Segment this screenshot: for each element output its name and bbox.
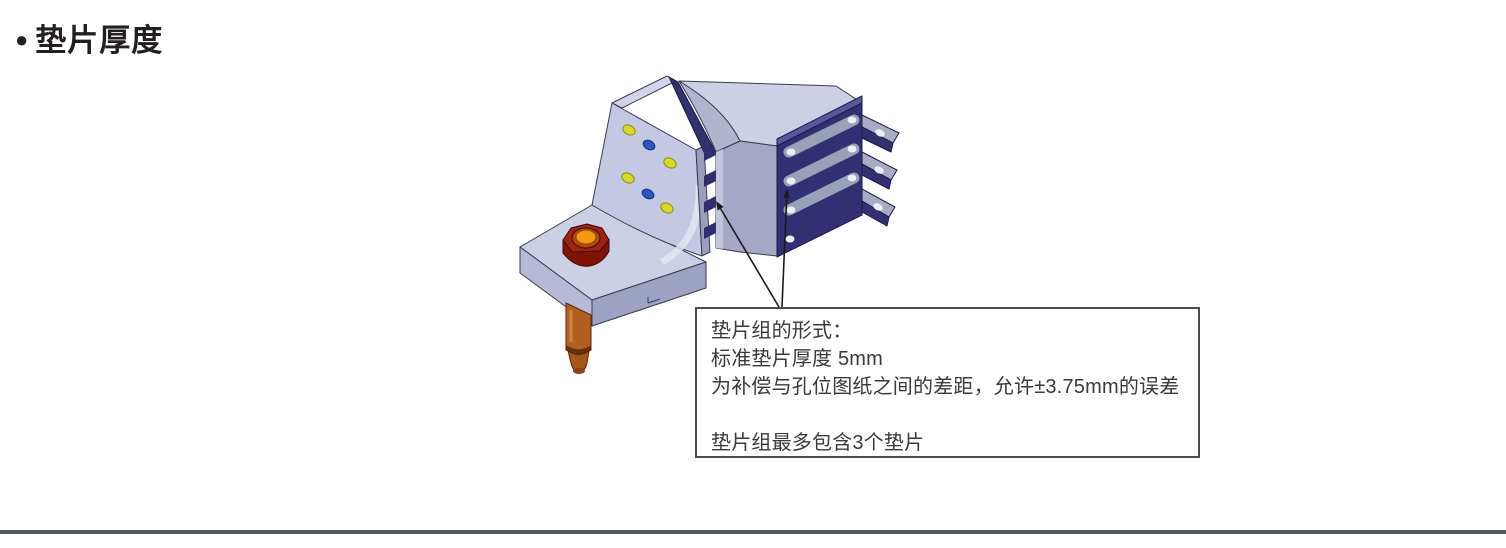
annotation-line-3: 为补偿与孔位图纸之间的差距，允许±3.75mm的误差 <box>711 376 1180 398</box>
bracket-base <box>519 204 707 327</box>
bullet-icon: ● <box>15 26 29 52</box>
annotation-line-1: 垫片组的形式： <box>711 320 853 342</box>
annotation-line-2: 标准垫片厚度 5mm <box>711 348 883 370</box>
annotation-line-blank <box>711 401 1184 429</box>
annotation-box: 垫片组的形式： 标准垫片厚度 5mm 为补偿与孔位图纸之间的差距，允许±3.75… <box>695 307 1200 458</box>
locating-pin <box>565 302 592 374</box>
front-plate <box>591 75 711 266</box>
leader-lines <box>716 189 791 308</box>
section-title-text: 垫片厚度 <box>35 23 164 58</box>
shim-seam-and-tabs <box>667 75 718 239</box>
bottom-separator <box>0 530 1506 534</box>
shim-pack <box>776 95 900 258</box>
hex-nut <box>562 223 610 267</box>
annotation-line-4: 垫片组最多包含3个垫片 <box>711 432 925 454</box>
cad-figure <box>519 75 900 374</box>
shim-fins <box>861 114 900 227</box>
section-title: ● 垫片厚度 <box>15 15 163 60</box>
dowel-holes <box>621 124 677 214</box>
